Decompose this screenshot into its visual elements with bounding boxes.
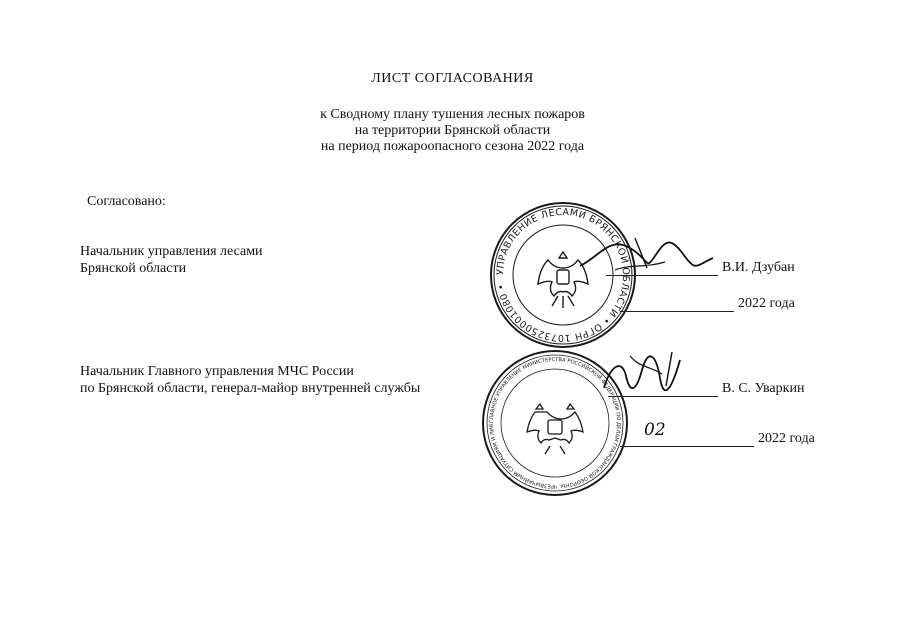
signature-2-icon bbox=[603, 351, 681, 392]
signature-2-line bbox=[608, 396, 718, 397]
mchs-seal-stamp: ГЛАВНОЕ УПРАВЛЕНИЕ МИНИСТЕРСТВА РОССИЙСК… bbox=[477, 343, 628, 496]
eagle-emblem-icon bbox=[526, 402, 584, 455]
forestry-seal-stamp: УПРАВЛЕНИЕ ЛЕСАМИ БРЯНСКОЙ ОБЛАСТИ • ОГР… bbox=[490, 202, 636, 348]
approval-2-name: В. С. Уваркин bbox=[722, 381, 805, 396]
approval-1-date: 2022 года bbox=[738, 296, 795, 311]
date-2-line bbox=[620, 446, 754, 447]
approval-2-handwritten-day: 02 bbox=[644, 420, 666, 440]
date-1-line bbox=[620, 311, 734, 312]
approval-1-position-line-1: Начальник управления лесами bbox=[80, 244, 263, 259]
document-title: ЛИСТ СОГЛАСОВАНИЯ bbox=[371, 71, 534, 86]
eagle-emblem-icon bbox=[537, 250, 589, 308]
subtitle-line-2: на территории Брянской области bbox=[354, 123, 551, 138]
approval-2-position-line-1: Начальник Главного управления МЧС России bbox=[80, 364, 354, 379]
approval-1-name: В.И. Дзубан bbox=[722, 260, 795, 275]
approval-2-position-line-2: по Брянской области, генерал-майор внутр… bbox=[80, 381, 421, 396]
signature-1-icon bbox=[579, 237, 714, 271]
approval-1-position-line-2: Брянской области bbox=[80, 261, 187, 276]
signature-1-line bbox=[606, 275, 718, 276]
subtitle-line-1: к Сводному плану тушения лесных пожаров bbox=[320, 107, 585, 122]
approval-2-date: 2022 года bbox=[758, 431, 815, 446]
agreed-label: Согласовано: bbox=[87, 194, 166, 209]
subtitle-line-3: на период пожароопасного сезона 2022 год… bbox=[320, 139, 585, 154]
